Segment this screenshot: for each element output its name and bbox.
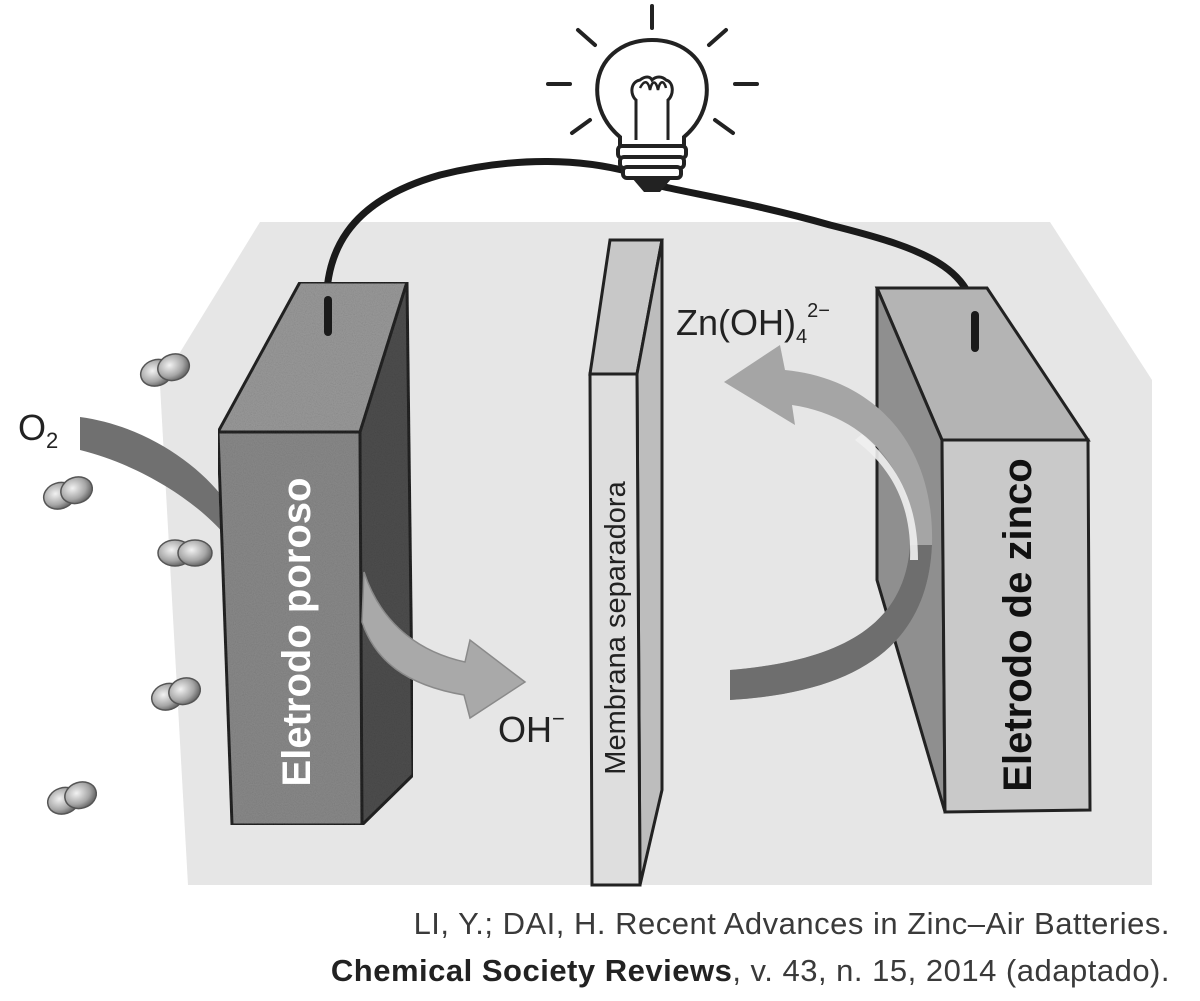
light-bulb-icon xyxy=(546,4,759,192)
oxygen-molecule-icon xyxy=(42,353,213,815)
journal-name: Chemical Society Reviews xyxy=(330,953,733,988)
o2-inflow-arrow xyxy=(80,417,225,535)
porous-electrode-label: Eletrodo poroso xyxy=(275,478,319,787)
hydroxide-arrow xyxy=(361,571,527,720)
membrane-label: Membrana separadora xyxy=(600,480,632,774)
porous-electrode xyxy=(215,280,415,829)
membrane-separator xyxy=(588,238,664,887)
o2-label: O2 xyxy=(18,407,58,453)
zinc-electrode-label: Eletrodo de zinco xyxy=(996,458,1040,791)
reference-line-1: LI, Y.; DAI, H. Recent Advances in Zinc–… xyxy=(413,906,1170,941)
hydroxide-label: OH− xyxy=(498,706,565,750)
zincate-arrow-shade xyxy=(730,545,932,700)
reference-line-2: Chemical Society Reviews, v. 43, n. 15, … xyxy=(0,953,1170,989)
zincate-label: Zn(OH)42− xyxy=(676,300,830,348)
zincate-arrow xyxy=(724,345,933,700)
zincate-arrow-highlight xyxy=(855,434,918,560)
reference-details: , v. 43, n. 15, 2014 (adaptado). xyxy=(732,953,1170,988)
